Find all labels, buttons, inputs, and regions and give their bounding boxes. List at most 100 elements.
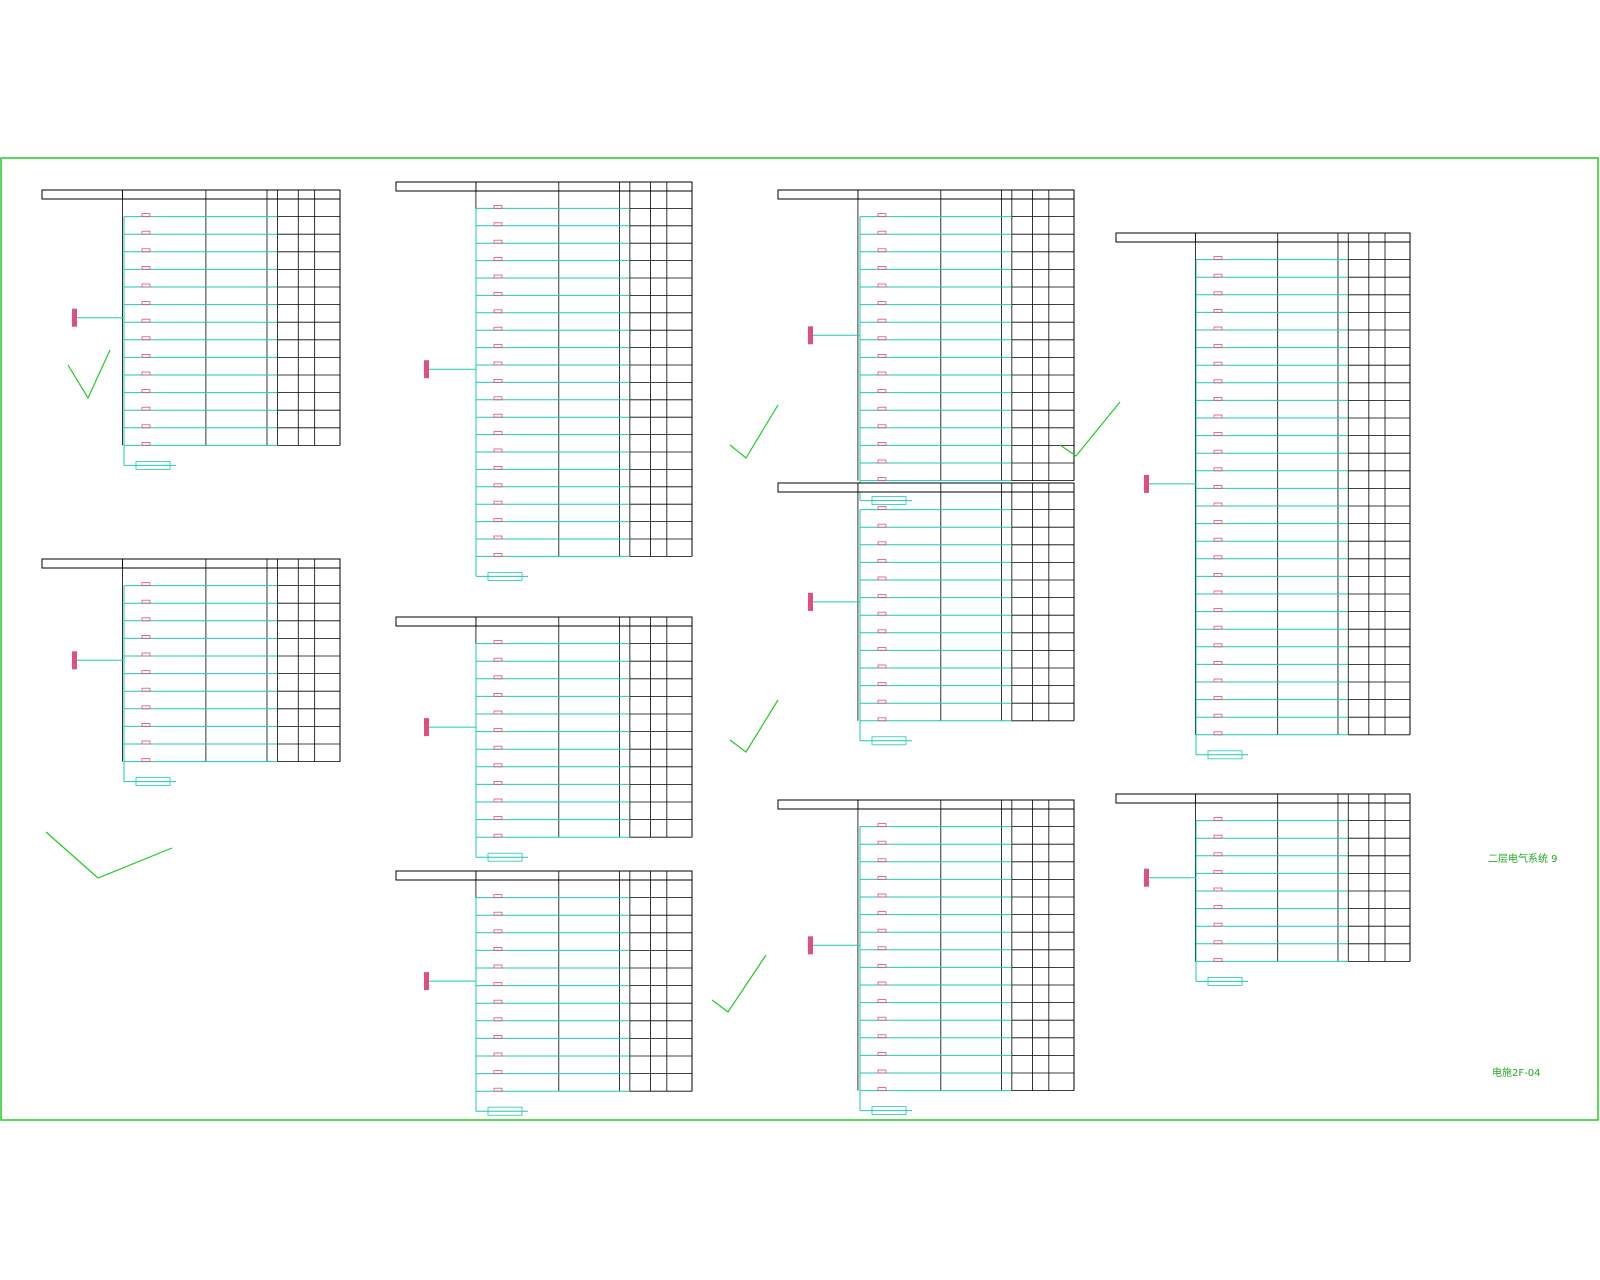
panel-schedule [777,799,1075,1115]
branch-breaker-symbol [493,239,503,244]
branch-breaker-symbol [877,682,887,686]
branch-breaker-symbol [877,353,887,358]
branch-breaker-symbol [493,1035,503,1039]
branch-breaker-symbol [493,1070,503,1074]
branch-breaker-symbol [141,705,151,710]
branch-breaker-symbol [493,816,503,820]
distribution-panels [41,181,1411,1116]
branch-breaker-symbol [493,640,503,644]
main-breaker-symbol [72,651,77,670]
main-breaker-symbol [808,592,813,611]
branch-breaker-symbol [877,336,887,341]
branch-breaker-symbol [877,576,887,581]
surge-protector-symbol [1207,750,1243,760]
branch-breaker-symbol [141,617,151,622]
surge-protector-symbol [871,496,907,506]
branch-breaker-symbol [141,301,151,306]
branch-breaker-symbol [493,257,503,262]
branch-breaker-symbol [1213,608,1223,612]
branch-breaker-symbol [141,723,151,727]
branch-breaker-symbol [1213,467,1223,472]
branch-breaker-symbol [493,274,503,279]
branch-breaker-symbol [493,413,503,418]
panel-header-row [777,189,1075,200]
branch-breaker-symbol [141,389,151,394]
check-mark [729,699,779,753]
branch-breaker-symbol [1213,696,1223,700]
branch-breaker-symbol [877,717,887,722]
panel-header-row [1115,793,1411,804]
branch-breaker-symbol [493,763,503,768]
check-mark [711,954,767,1013]
branch-breaker-symbol [493,396,503,401]
branch-breaker-symbol [877,823,887,827]
branch-breaker-symbol [877,647,887,651]
branch-breaker-symbol [877,1069,887,1074]
branch-breaker-symbol [877,876,887,880]
branch-breaker-symbol [877,406,887,411]
main-breaker-symbol [1144,474,1149,493]
branch-breaker-symbol [141,265,151,270]
branch-breaker-symbol [877,611,887,616]
branch-breaker-symbol [493,894,503,898]
branch-breaker-symbol [877,981,887,986]
branch-breaker-symbol [141,758,151,762]
branch-breaker-symbol [1213,344,1223,349]
branch-breaker-symbol [877,318,887,323]
panel-schedule [395,870,693,1116]
branch-breaker-symbol [493,465,503,470]
branch-breaker-symbol [877,506,887,511]
surge-protector-symbol [1207,977,1243,986]
branch-breaker-symbol [1213,414,1223,419]
main-breaker-symbol [424,972,429,991]
branch-breaker-symbol [877,699,887,704]
branch-breaker-symbol [877,858,887,863]
branch-breaker-symbol [141,582,151,586]
panel-header-row [1115,232,1411,243]
branch-breaker-symbol [141,670,151,674]
branch-breaker-symbol [877,523,887,528]
branch-breaker-symbol [493,326,503,331]
branch-breaker-symbol [141,230,151,235]
check-mark [729,404,779,459]
branch-breaker-symbol [493,500,503,505]
branch-breaker-symbol [141,424,151,429]
panel-schedule [41,189,341,470]
drawing-frame [0,157,1599,1121]
main-breaker-symbol [424,718,429,737]
sheet-title-note: 二层电气系统 9 [1488,852,1558,865]
panel-header-row [395,870,693,881]
branch-breaker-symbol [493,361,503,366]
branch-breaker-symbol [493,204,503,209]
branch-breaker-symbol [1213,958,1223,962]
branch-breaker-symbol [141,406,151,411]
panel-header-row [395,616,693,627]
branch-breaker-symbol [877,459,887,464]
branch-breaker-symbol [1213,870,1223,874]
panel-header-row [395,181,693,192]
branch-breaker-symbol [493,483,503,488]
panel-schedule [41,558,341,786]
check-mark [45,831,173,879]
panel-schedule [777,189,1075,506]
branch-breaker-symbol [1213,834,1223,839]
check-mark [67,349,111,400]
panel-schedule [1115,232,1411,760]
surge-protector-symbol [871,736,907,746]
branch-breaker-symbol [1213,256,1223,261]
branch-breaker-symbol [493,448,503,453]
branch-breaker-symbol [493,929,503,934]
branch-breaker-symbol [1213,308,1223,313]
surge-protector-symbol [871,1106,907,1115]
branch-breaker-symbol [877,1087,887,1091]
branch-breaker-symbol [141,318,151,323]
main-breaker-symbol [808,326,813,345]
panel-schedule [395,181,693,581]
panel-header-row [41,558,341,569]
branch-breaker-symbol [493,1017,503,1022]
main-breaker-symbol [424,360,429,379]
branch-breaker-symbol [493,693,503,697]
sheet-code: 电施2F-04 [1492,1066,1540,1079]
check-mark [1059,401,1121,457]
branch-breaker-symbol [1213,643,1223,648]
